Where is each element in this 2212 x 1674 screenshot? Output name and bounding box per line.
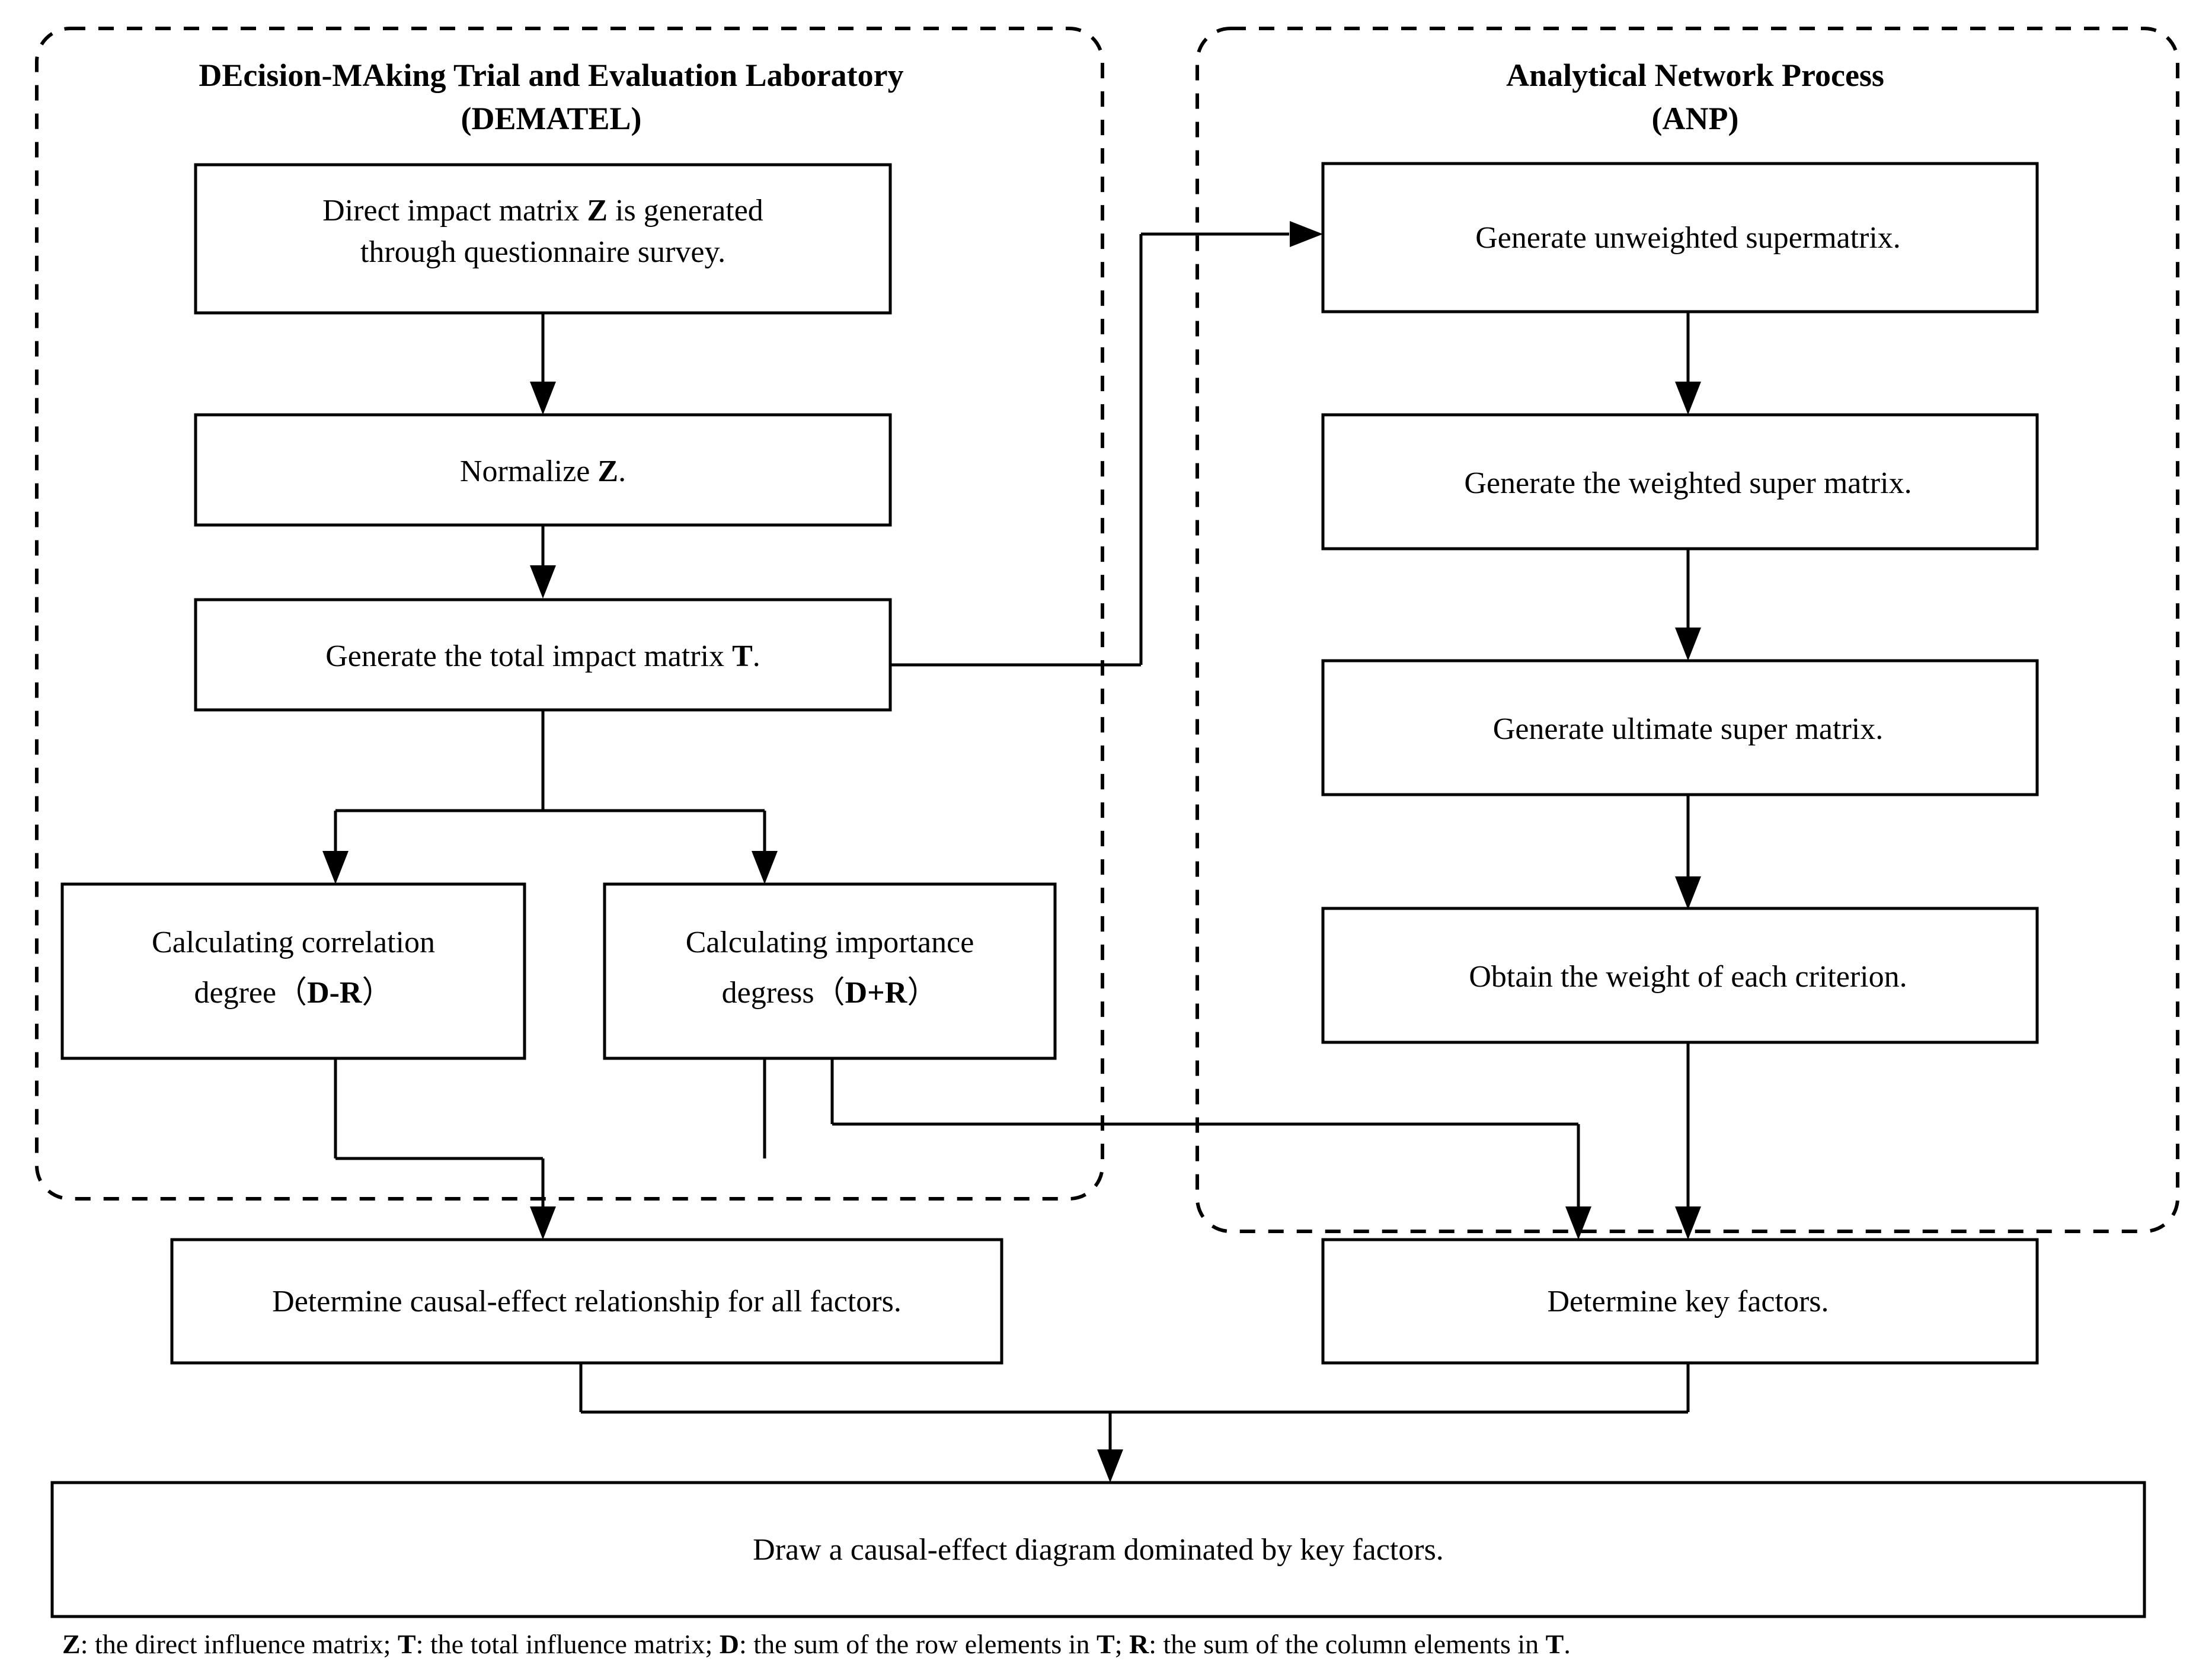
node-outcome-right-label: Determine key factors. xyxy=(1547,1285,1829,1318)
node-dematel-total-impact-matrix[interactable] xyxy=(194,598,892,712)
node-dematel-4-line2: degree（D-R） xyxy=(194,976,393,1010)
node-anp-2-label: Generate the weighted super matrix. xyxy=(1464,466,1911,500)
figure-footnote: Z: the direct influence matrix; T: the t… xyxy=(62,1629,1571,1659)
panel-anp-title-line1: Analytical Network Process xyxy=(1506,57,1884,93)
connector-dematel4-to-outcome-left xyxy=(334,1058,556,1240)
node-dematel-normalize-z[interactable] xyxy=(194,413,892,527)
node-anp-4-label: Obtain the weight of each criterion. xyxy=(1469,960,1907,994)
node-final-draw-causal-effect-diagram[interactable] xyxy=(50,1481,2146,1618)
node-dematel-correlation-degree[interactable] xyxy=(60,882,526,1060)
node-dematel-importance-degree[interactable] xyxy=(603,882,1057,1060)
node-outcome-left-label: Determine causal-effect relationship for… xyxy=(272,1285,902,1318)
node-anp-weighted-supermatrix[interactable] xyxy=(1321,413,2039,550)
connector-dematel3-to-anp1 xyxy=(879,221,1323,667)
node-anp-ultimate-supermatrix[interactable] xyxy=(1321,659,2039,796)
panel-anp-title-line2: (ANP) xyxy=(1652,101,1739,136)
connector-anp3-to-anp4 xyxy=(1675,794,1701,910)
connector-dematel5-to-outcome-right xyxy=(830,1058,1591,1240)
panel-anp-outline xyxy=(1195,27,2179,1233)
connector-dematel3-to-branches xyxy=(322,710,778,884)
node-anp-obtain-weight[interactable] xyxy=(1321,907,2039,1044)
panel-dematel-outline xyxy=(35,27,1104,1201)
connector-anp1-to-anp2 xyxy=(1675,311,1701,415)
node-anp-3-label: Generate ultimate super matrix. xyxy=(1493,712,1883,746)
connector-merge-to-final xyxy=(581,1410,1688,1483)
connector-anp2-to-anp3 xyxy=(1675,548,1701,661)
node-dematel-5-line1: Calculating importance xyxy=(686,926,974,959)
node-dematel-5-line2: degress（D+R） xyxy=(722,976,938,1010)
node-dematel-2-label: Normalize Z. xyxy=(460,454,626,488)
node-dematel-4-line1: Calculating correlation xyxy=(152,926,435,959)
node-final-label: Draw a causal-effect diagram dominated b… xyxy=(753,1533,1444,1567)
node-anp-unweighted-supermatrix[interactable] xyxy=(1321,162,2039,313)
node-dematel-3-label: Generate the total impact matrix T. xyxy=(325,639,760,673)
node-dematel-1-line1: Direct impact matrix Z is generated xyxy=(322,194,763,228)
node-outcome-causal-effect-relationship[interactable] xyxy=(170,1238,1003,1365)
node-anp-1-label: Generate unweighted supermatrix. xyxy=(1475,221,1901,255)
node-dematel-direct-impact-matrix[interactable] xyxy=(194,163,892,315)
node-dematel-1-line2: through questionnaire survey. xyxy=(360,235,725,269)
panel-dematel-title-line2: (DEMATEL) xyxy=(461,101,642,136)
panel-dematel-title-line1: DEcision-MAking Trial and Evaluation Lab… xyxy=(199,57,903,93)
connector-dematel2-to-dematel3 xyxy=(530,525,556,598)
node-outcome-key-factors[interactable] xyxy=(1321,1238,2039,1365)
connector-dematel1-to-dematel2 xyxy=(530,313,556,415)
connector-anp4-to-outcome-right xyxy=(1675,1041,1701,1240)
